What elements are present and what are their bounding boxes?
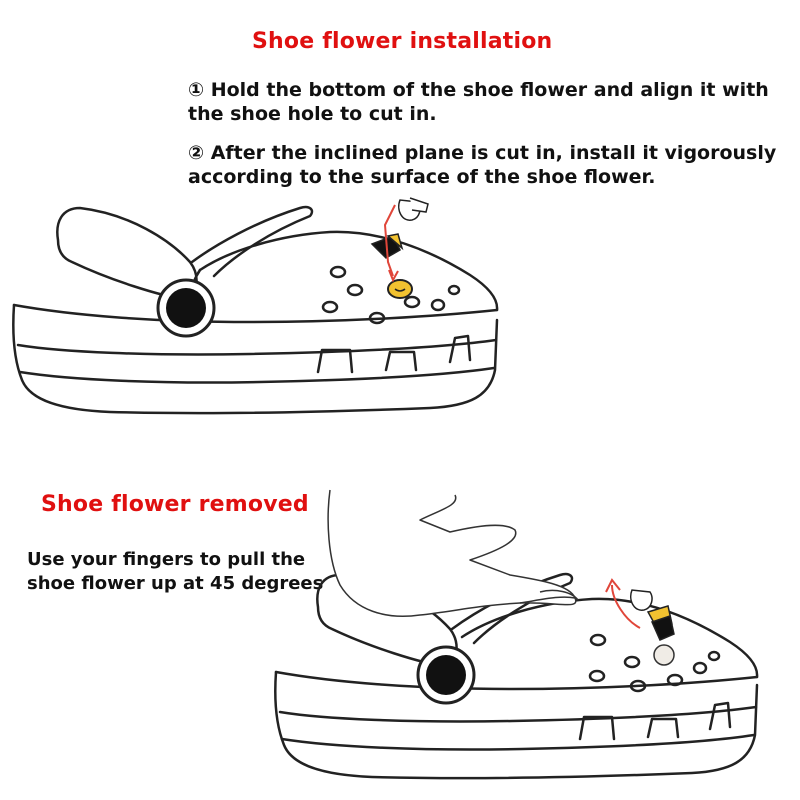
remove-instruction-line1: Use your fingers to pull the <box>27 549 306 570</box>
arrow-icon <box>605 578 641 629</box>
install-step2-line2: according to the surface of the shoe flo… <box>188 166 656 188</box>
arrow-icon <box>383 204 399 283</box>
install-step2-line1: ② After the inclined plane is cut in, in… <box>188 142 777 164</box>
shoe-charm-icon <box>630 589 675 666</box>
hand-illustration <box>327 489 579 617</box>
remove-title: Shoe flower removed <box>41 492 309 517</box>
install-step1-line2: the shoe hole to cut in. <box>188 103 437 125</box>
remove-instruction-line2: shoe flower up at 45 degrees <box>27 573 324 594</box>
install-step1-line1: ① Hold the bottom of the shoe flower and… <box>188 79 769 101</box>
install-title: Shoe flower installation <box>252 29 553 54</box>
